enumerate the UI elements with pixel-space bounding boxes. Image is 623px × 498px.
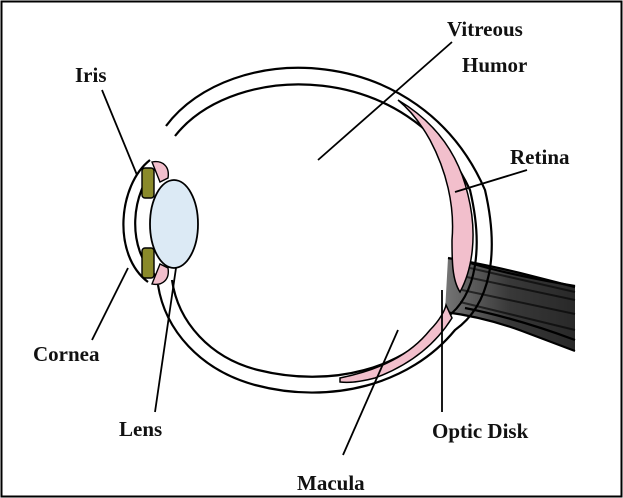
- label-iris: Iris: [75, 63, 107, 87]
- label-vitreous-line1: Vitreous: [447, 17, 523, 41]
- label-macula: Macula: [297, 471, 365, 495]
- label-retina: Retina: [510, 145, 570, 169]
- iris-upper: [142, 168, 154, 198]
- label-optic-disk: Optic Disk: [432, 419, 529, 443]
- lens-shape: [150, 180, 198, 268]
- label-lens: Lens: [119, 417, 162, 441]
- label-vitreous-line2: Humor: [462, 53, 527, 77]
- iris-lower: [142, 248, 154, 278]
- label-cornea: Cornea: [33, 342, 100, 366]
